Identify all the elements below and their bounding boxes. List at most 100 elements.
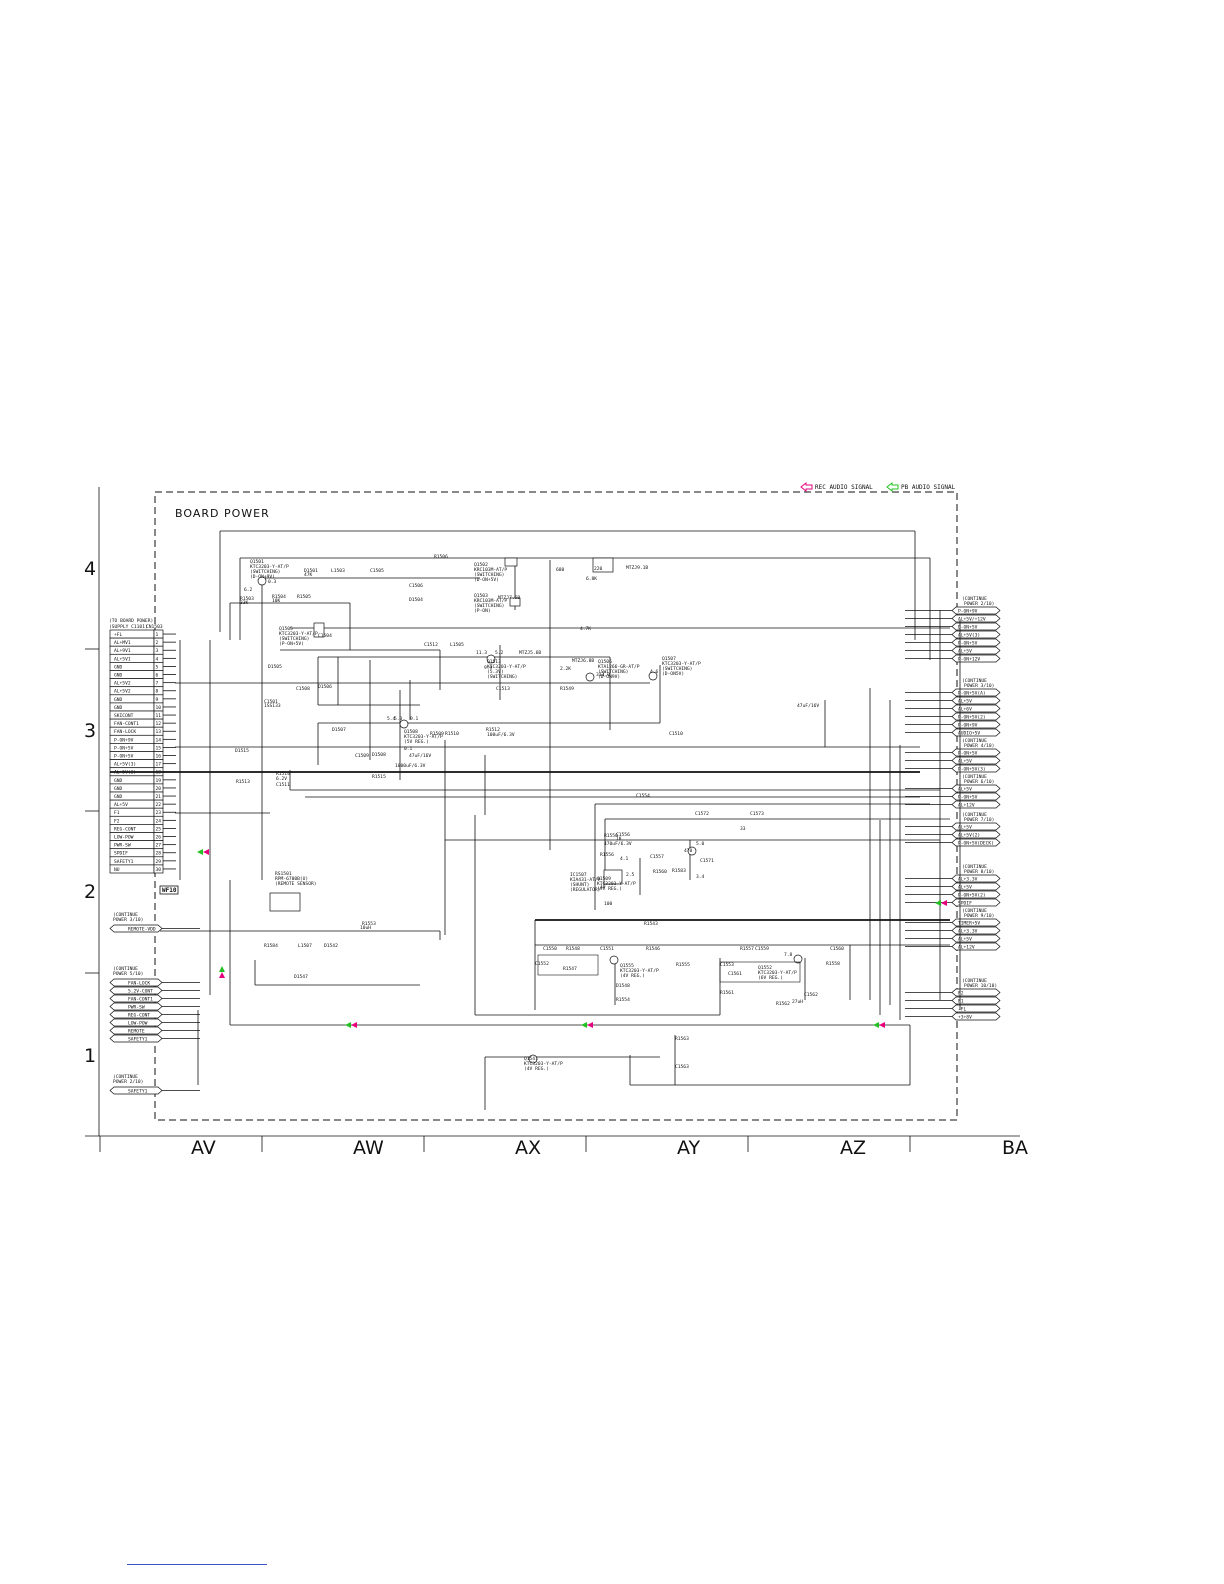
continue-sub: POWER 4/10) — [964, 743, 994, 749]
pin-signal: AL+5V(3) — [114, 762, 136, 768]
pin-number: 24 — [156, 818, 162, 824]
column-label: AX — [515, 1137, 541, 1159]
voltage-readout: 11.0 — [599, 672, 610, 678]
pb-signal-arrow-icon — [345, 1022, 351, 1028]
voltage-readout: 5.3 — [394, 716, 403, 722]
component-note: (SWITCHING) — [474, 572, 504, 578]
passive-ref: R1510 — [445, 731, 459, 737]
pin-signal: SAFETY1 — [114, 859, 134, 865]
port-label: AL+5V/+12V — [958, 616, 986, 622]
passive-ref: R1503 — [240, 596, 254, 602]
continue-port: AUDIO+5V — [905, 728, 1001, 736]
footer-link-underline — [127, 1564, 267, 1565]
pin-signal: SPDIF — [114, 851, 128, 857]
port-label: AL+3.3V — [958, 928, 978, 934]
pin-number: 26 — [156, 835, 162, 841]
continue-sub: POWER 6/10) — [964, 779, 994, 785]
port-label: AL+5V — [958, 648, 972, 654]
port-label: AL+6V — [958, 706, 972, 712]
passive-ref: D1547 — [294, 974, 308, 980]
pin-number: 30 — [156, 867, 162, 873]
component-note: (4V REG.) — [524, 1066, 549, 1072]
component-note: (SWITCHING) — [487, 674, 517, 680]
rec-signal-arrow-icon — [203, 849, 209, 855]
legend-pb-label: PB AUDIO SIGNAL — [901, 484, 956, 491]
port-label: P-ON+5V — [958, 750, 978, 756]
passive-ref: R1555 — [676, 962, 690, 968]
pin-number: 21 — [156, 794, 162, 800]
continue-port: AL+3.3V — [905, 874, 1001, 882]
pin-signal: GND — [114, 697, 123, 703]
component-note: (P-ON+5V) — [279, 641, 304, 647]
pin-number: 20 — [156, 786, 162, 792]
pin-number: 12 — [156, 721, 162, 727]
passive-ref: R1505 — [297, 594, 311, 600]
board-outline — [154, 491, 958, 1121]
passive-ref: C1501 — [264, 699, 278, 705]
passive-ref: R1584 — [264, 943, 278, 949]
passive-ref: C1506 — [409, 583, 423, 589]
continue-head: (CONTINUE — [962, 738, 987, 744]
row-label: 4 — [84, 558, 96, 580]
continue-sub: POWER 7/10) — [964, 817, 994, 823]
pb-signal-arrow-icon — [219, 966, 225, 972]
component-value-label: 33K — [240, 600, 249, 606]
passive-ref: C1560 — [830, 946, 844, 952]
port-label: -FL — [958, 1006, 967, 1012]
passive-ref: C1508 — [296, 686, 310, 692]
continue-port: REMOTE-VDD — [109, 924, 200, 932]
component-note: (5V REG.) — [404, 739, 429, 745]
component-value-label: 100 — [604, 901, 613, 907]
passive-ref: C1557 — [650, 854, 664, 860]
voltage-readout: 5.4 — [387, 716, 396, 722]
pb-signal-arrow-icon — [873, 1022, 879, 1028]
port-label: FAN-CONT1 — [128, 996, 153, 1002]
component-value-label: 680 — [556, 567, 565, 573]
passive-ref: R1557 — [740, 946, 754, 952]
passive-ref: C1553 — [720, 962, 734, 968]
component-value-label: 10K — [272, 598, 281, 604]
port-label: AL+5V — [958, 936, 972, 942]
pin-signal: FAN-CONT1 — [114, 721, 139, 727]
continue-port: AL+12V — [905, 800, 1001, 808]
passive-ref: C1509 — [355, 753, 369, 759]
component-ref: Q1501 — [250, 559, 264, 565]
pin-signal: SKICONT — [114, 713, 134, 719]
continue-sub: POWER 9/10) — [964, 913, 994, 919]
passive-ref: L1503 — [331, 568, 345, 574]
passive-ref: R1504 — [272, 594, 286, 600]
continue-port: SPDIF — [905, 898, 1001, 906]
voltage-readout: 11.3 — [476, 650, 487, 656]
component-value: KTC3203-Y-AT/P — [597, 881, 636, 887]
pin-number: 25 — [156, 826, 162, 832]
continue-sub: POWER 5/10) — [113, 971, 143, 977]
pin-signal: P-ON+5V — [114, 745, 134, 751]
continue-port: P-ON+9V — [905, 606, 1001, 614]
wf-label-box — [159, 885, 179, 895]
pin-signal: FAN-LOCK — [114, 729, 136, 735]
pin-signal: NU — [114, 867, 120, 873]
component-note: (SWITCHING) — [279, 636, 309, 642]
port-label: P-ON+9V — [958, 722, 978, 728]
voltage-readout: 0.3 — [268, 579, 277, 585]
component-value: KTC3203-Y-AT/P — [250, 564, 289, 570]
continue-port: 5.2V-CONT — [109, 986, 200, 994]
continue-head: (CONTINUE — [962, 864, 987, 870]
passive-ref: R1562 — [776, 1001, 790, 1007]
row-label: 1 — [84, 1045, 96, 1067]
